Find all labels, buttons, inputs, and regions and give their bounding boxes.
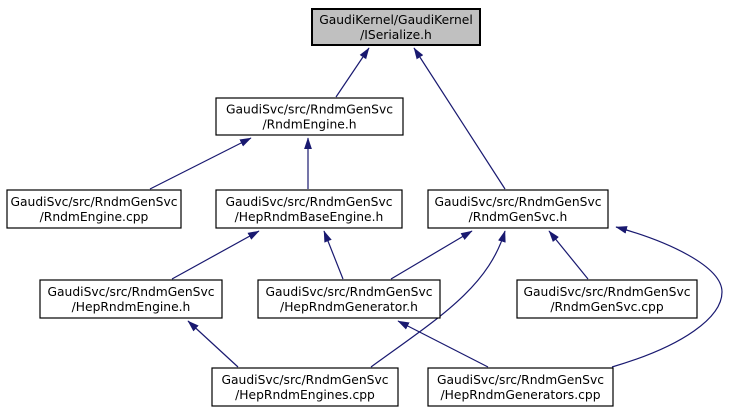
graph-edge-rndm-engine-h-to-iserialize-h <box>335 47 370 98</box>
graph-node-label-line1: GaudiKernel/GaudiKernel <box>319 13 473 27</box>
graph-edge-rndm-gen-svc-h-to-iserialize-h <box>413 47 506 190</box>
graph-node-box <box>311 8 481 46</box>
graph-node-label-line2: /RndmEngine.h <box>262 118 356 132</box>
graph-node-label-line1: GaudiSvc/src/RndmGenSvc <box>10 195 177 209</box>
graph-node-label-line1: GaudiSvc/src/RndmGenSvc <box>434 195 601 209</box>
graph-edge-hep-rndm-engines-cpp-to-rndm-gen-svc-h <box>370 230 506 368</box>
graph-node-hep-rndm-engines-cpp[interactable]: GaudiSvc/src/RndmGenSvc/HepRndmEngines.c… <box>211 367 399 407</box>
graph-node-label-line2: /ISerialize.h <box>360 28 432 42</box>
graph-edge-hep-rndm-generators-cpp-to-hep-rndm-generator-h <box>397 320 489 368</box>
graph-node-hep-rndm-generator-h[interactable]: GaudiSvc/src/RndmGenSvc/HepRndmGenerator… <box>257 279 441 319</box>
graph-node-iserialize-h: GaudiKernel/GaudiKernel/ISerialize.h <box>311 8 481 46</box>
graph-node-box[interactable] <box>215 97 404 136</box>
graph-node-label-line2: /RndmEngine.cpp <box>40 210 149 224</box>
graph-node-box[interactable] <box>427 367 614 407</box>
graph-edge-hep-rndm-generator-h-to-hep-rndm-base-engine-h <box>323 230 344 280</box>
graph-node-label-line1: GaudiSvc/src/RndmGenSvc <box>265 285 432 299</box>
graph-node-label-line1: GaudiSvc/src/RndmGenSvc <box>225 195 392 209</box>
graph-node-rndm-engine-cpp[interactable]: GaudiSvc/src/RndmGenSvc/RndmEngine.cpp <box>6 189 182 229</box>
graph-node-label-line1: GaudiSvc/src/RndmGenSvc <box>226 103 393 117</box>
graph-node-label-line1: GaudiSvc/src/RndmGenSvc <box>437 373 604 387</box>
graph-edge-hep-rndm-engine-h-to-hep-rndm-base-engine-h <box>171 230 260 280</box>
graph-node-label-line2: /HepRndmGenerator.h <box>280 300 418 314</box>
graph-node-label-line2: /HepRndmBaseEngine.h <box>235 210 384 224</box>
graph-node-rndm-gen-svc-cpp[interactable]: GaudiSvc/src/RndmGenSvc/RndmGenSvc.cpp <box>516 279 698 319</box>
graph-edges-layer <box>149 47 723 368</box>
graph-node-box[interactable] <box>211 367 399 407</box>
graph-node-box[interactable] <box>6 189 182 229</box>
graph-node-label-line1: GaudiSvc/src/RndmGenSvc <box>47 285 214 299</box>
graph-node-label-line2: /RndmGenSvc.h <box>469 210 568 224</box>
graph-edge-hep-rndm-generator-h-to-rndm-gen-svc-h <box>390 230 473 280</box>
graph-node-box[interactable] <box>427 189 609 229</box>
graph-node-box[interactable] <box>257 279 441 319</box>
graph-node-label-line2: /RndmGenSvc.cpp <box>550 300 663 314</box>
graph-edge-hep-rndm-engines-cpp-to-hep-rndm-engine-h <box>187 320 239 368</box>
graph-node-label-line2: /HepRndmEngine.h <box>72 300 191 314</box>
graph-node-rndm-engine-h[interactable]: GaudiSvc/src/RndmGenSvc/RndmEngine.h <box>215 97 404 136</box>
graph-node-box[interactable] <box>39 279 223 319</box>
graph-node-box[interactable] <box>215 189 403 229</box>
graph-nodes-layer: GaudiKernel/GaudiKernel/ISerialize.hGaud… <box>6 8 698 407</box>
graph-node-rndm-gen-svc-h[interactable]: GaudiSvc/src/RndmGenSvc/RndmGenSvc.h <box>427 189 609 229</box>
graph-node-hep-rndm-generators-cpp[interactable]: GaudiSvc/src/RndmGenSvc/HepRndmGenerator… <box>427 367 614 407</box>
graph-edge-rndm-engine-cpp-to-rndm-engine-h <box>149 137 252 190</box>
graph-node-label-line1: GaudiSvc/src/RndmGenSvc <box>221 373 388 387</box>
graph-node-hep-rndm-base-engine-h[interactable]: GaudiSvc/src/RndmGenSvc/HepRndmBaseEngin… <box>215 189 403 229</box>
graph-edge-hep-rndm-generators-cpp-to-rndm-gen-svc-h <box>611 226 723 368</box>
graph-node-label-line2: /HepRndmGenerators.cpp <box>440 388 600 402</box>
graph-node-hep-rndm-engine-h[interactable]: GaudiSvc/src/RndmGenSvc/HepRndmEngine.h <box>39 279 223 319</box>
graph-node-label-line2: /HepRndmEngines.cpp <box>235 388 375 402</box>
graph-node-label-line1: GaudiSvc/src/RndmGenSvc <box>523 285 690 299</box>
graph-node-box[interactable] <box>516 279 698 319</box>
graph-edge-rndm-gen-svc-cpp-to-rndm-gen-svc-h <box>548 230 589 280</box>
